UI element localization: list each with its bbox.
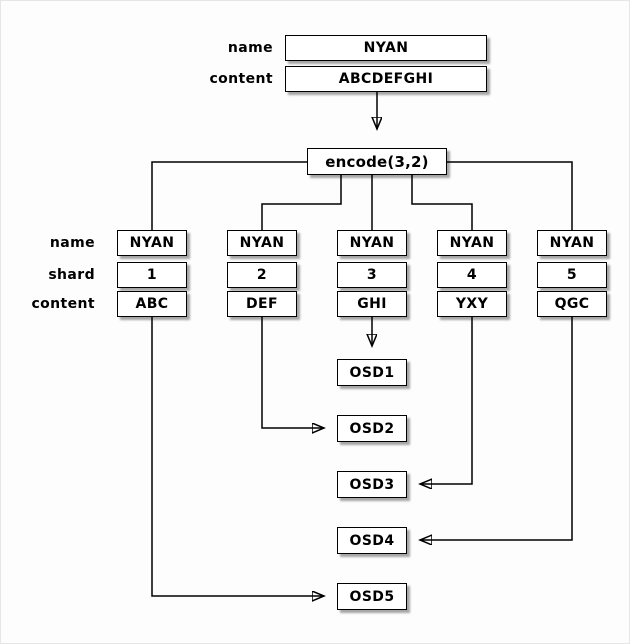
arrow-shard-4-to-osd3	[420, 317, 473, 484]
shard-2-content-box: DEF	[227, 291, 297, 317]
encode-function-box: encode(3,2)	[307, 148, 447, 175]
osd4-box: OSD4	[337, 527, 407, 554]
shard-3-number-box: 3	[337, 262, 407, 288]
wire-encode-to-shard-5	[447, 161, 573, 230]
wire-encode-to-shard-2	[261, 175, 342, 230]
shard-row-label-content: content	[31, 296, 95, 312]
shard-row-label-name: name	[49, 235, 95, 251]
wire-encode-to-shard-1	[151, 161, 307, 230]
osd3-box: OSD3	[337, 471, 407, 498]
shard-3-content-box: GHI	[337, 291, 407, 317]
shard-4-number-box: 4	[437, 262, 507, 288]
shard-4-name-box: NYAN	[437, 230, 507, 256]
shard-3-name-box: NYAN	[337, 230, 407, 256]
object-content-box: ABCDEFGHI	[285, 66, 487, 92]
wire-encode-to-shard-4	[411, 175, 473, 230]
shard-5-number-box: 5	[537, 262, 607, 288]
shard-1-content-box: ABC	[117, 291, 187, 317]
arrow-shard-2-to-osd2	[261, 317, 324, 428]
shard-1-name-box: NYAN	[117, 230, 187, 256]
osd5-box: OSD5	[337, 583, 407, 610]
shard-2-number-box: 2	[227, 262, 297, 288]
shard-5-name-box: NYAN	[537, 230, 607, 256]
osd2-box: OSD2	[337, 415, 407, 442]
arrow-shard-1-to-osd5	[151, 317, 324, 596]
shard-4-content-box: YXY	[437, 291, 507, 317]
object-name-label: name	[227, 40, 273, 56]
object-content-label: content	[209, 71, 273, 87]
shard-row-label-shard: shard	[48, 267, 95, 283]
arrow-shard-5-to-osd4	[420, 317, 573, 540]
osd1-box: OSD1	[337, 359, 407, 386]
object-name-box: NYAN	[285, 35, 487, 61]
shard-1-number-box: 1	[117, 262, 187, 288]
shard-5-content-box: QGC	[537, 291, 607, 317]
shard-2-name-box: NYAN	[227, 230, 297, 256]
